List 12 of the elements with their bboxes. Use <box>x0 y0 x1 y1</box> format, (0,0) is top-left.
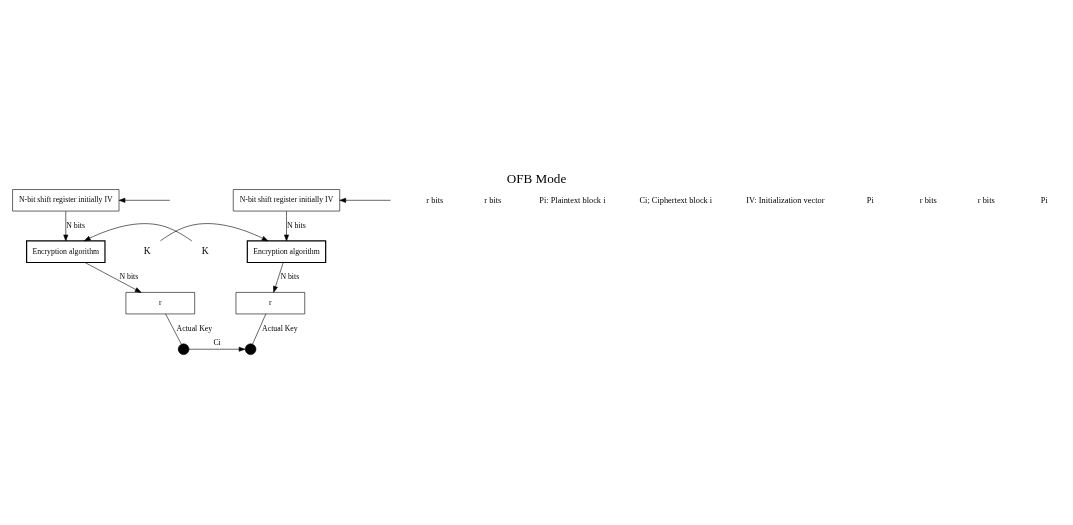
label: r bits <box>919 195 937 205</box>
label: IV: Initialization vector <box>746 195 825 205</box>
label: r bits <box>484 195 502 205</box>
label: Ci; Ciphertext block i <box>639 195 713 205</box>
node-text: K <box>143 245 151 257</box>
label: r bits <box>977 195 995 205</box>
label: Pi <box>1040 195 1048 205</box>
node-text: K <box>201 245 209 257</box>
label: Pi <box>866 195 874 205</box>
diagram-title: OFB Mode <box>506 171 567 187</box>
label: r bits <box>426 195 444 205</box>
label: Pi: Plaintext block i <box>539 195 606 205</box>
